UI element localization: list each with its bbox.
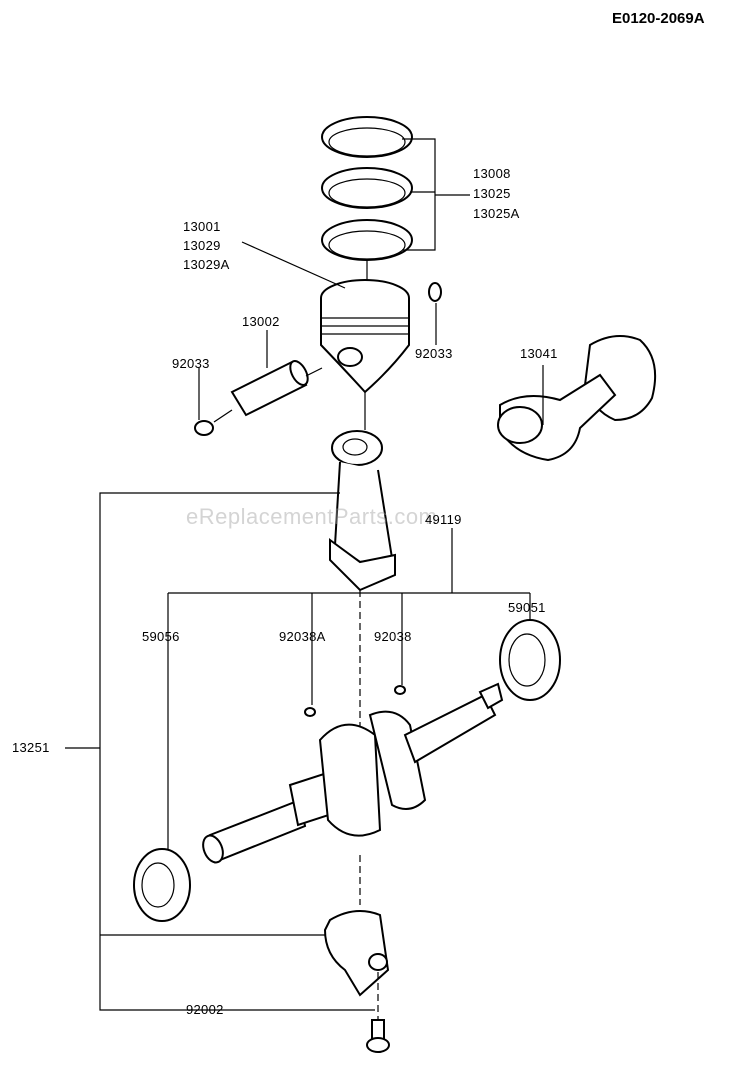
label-crank-assy: 13251 <box>12 740 50 755</box>
label-camshaft: 13041 <box>520 346 558 361</box>
label-clip-left: 92033 <box>172 356 210 371</box>
crank-assy-leader <box>65 492 531 1011</box>
label-ring-1: 13008 <box>473 166 511 181</box>
diagram-code: E0120-2069A <box>612 10 705 27</box>
label-piston-pin: 13002 <box>242 314 280 329</box>
label-ring-2: 13025 <box>473 186 511 201</box>
crankshaft <box>202 682 504 864</box>
rings-leader <box>402 138 470 251</box>
piston-rings <box>321 116 413 282</box>
piston-pin <box>213 330 323 423</box>
label-bolt: 92002 <box>186 1002 224 1017</box>
label-key: 92038 <box>374 629 412 644</box>
label-gear-left: 59056 <box>142 629 180 644</box>
label-piston-1: 13001 <box>183 219 221 234</box>
label-ring-3: 13025A <box>473 206 520 221</box>
camshaft <box>497 335 657 462</box>
rod-cap <box>323 855 390 1053</box>
gears <box>133 619 561 922</box>
label-key-a: 92038A <box>279 629 326 644</box>
clips <box>194 282 442 436</box>
piston <box>241 241 410 430</box>
label-gear-right: 59051 <box>508 600 546 615</box>
label-piston-2: 13029 <box>183 238 221 253</box>
connecting-rod <box>329 430 396 740</box>
label-conrod: 49119 <box>425 512 462 527</box>
label-piston-3: 13029A <box>183 257 230 272</box>
watermark: eReplacementParts.com <box>186 504 438 529</box>
label-clip-right: 92033 <box>415 346 453 361</box>
